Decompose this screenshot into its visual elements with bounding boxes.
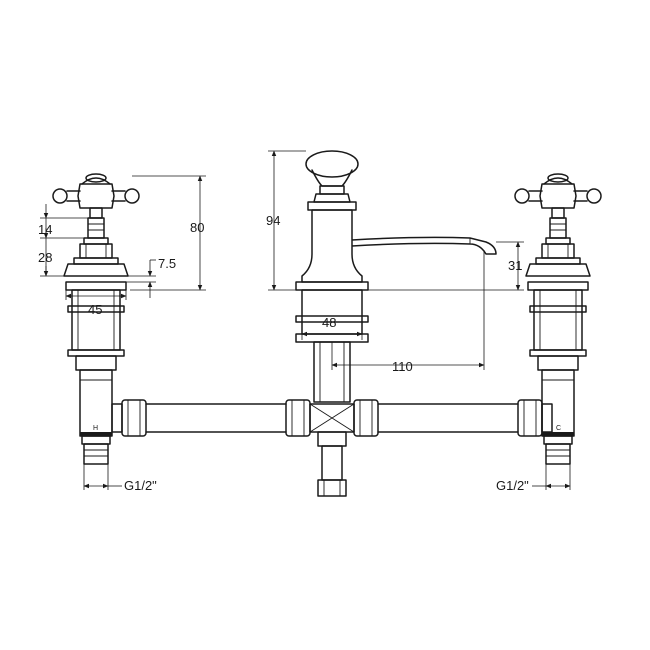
right-spindle <box>549 217 567 239</box>
spout-knob <box>305 150 359 178</box>
dim-overall-valve-height: 80 <box>190 220 204 235</box>
dim-handle-height: 14 <box>38 222 52 237</box>
right-flange <box>527 281 589 291</box>
right-headwork <box>545 237 571 245</box>
dim-spout-reach: 110 <box>392 359 413 374</box>
left-valve-body <box>71 289 121 351</box>
pipework <box>80 399 574 497</box>
spout <box>295 150 497 403</box>
dim-flange-width: 45 <box>88 302 102 317</box>
left-hot-valve <box>52 173 140 465</box>
left-flange <box>65 281 127 291</box>
dim-nut-height: 7.5 <box>158 256 176 271</box>
right-pipe <box>377 403 519 433</box>
dim-spout-outlet-height: 31 <box>508 258 522 273</box>
hot-marking: H <box>93 425 98 432</box>
cold-marking: C <box>556 425 561 432</box>
right-valve-body <box>533 289 583 351</box>
dim-spout-height: 94 <box>266 213 280 228</box>
dim-upper-height: 28 <box>38 250 52 265</box>
left-spindle <box>87 217 105 239</box>
dimension-lines <box>40 150 571 490</box>
spout-body <box>301 209 497 283</box>
right-cross-handle <box>514 173 602 219</box>
dim-thread-right: G1/2" <box>496 478 529 493</box>
dim-spout-base-width: 48 <box>322 315 336 330</box>
dim-thread-left: G1/2" <box>124 478 157 493</box>
left-headwork <box>83 237 109 245</box>
right-cold-valve <box>514 173 602 465</box>
left-cross-handle <box>52 173 140 219</box>
left-pipe <box>145 403 287 433</box>
